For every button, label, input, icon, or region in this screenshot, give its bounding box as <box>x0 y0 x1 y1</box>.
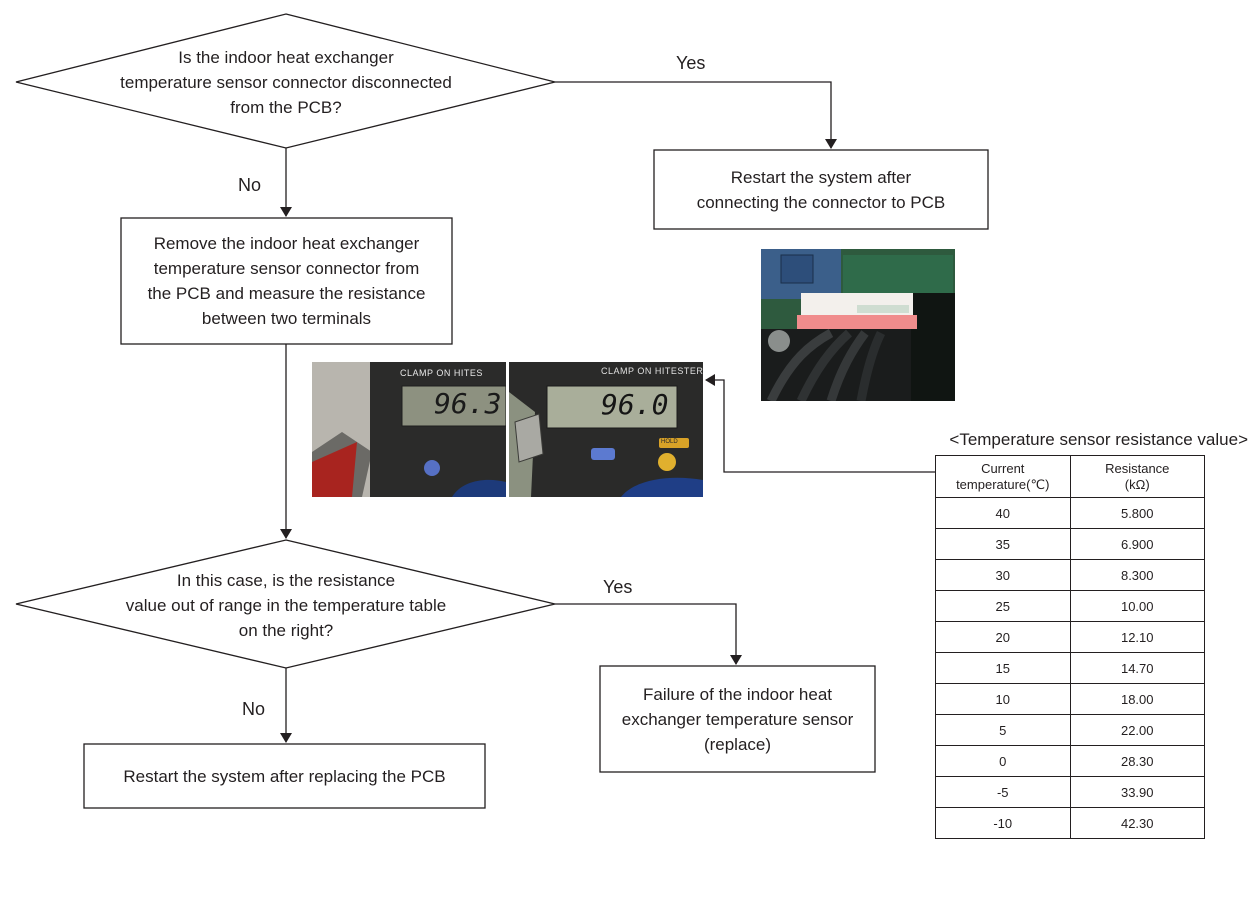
resistance-cell: 6.900 <box>1069 528 1205 560</box>
resistance-cell: 14.70 <box>1069 652 1205 684</box>
resistance-cell: 10.00 <box>1069 590 1205 622</box>
decision2-no-label: No <box>242 699 266 719</box>
box-sensor-failure-text: Failure of the indoor heat exchanger tem… <box>621 684 854 754</box>
decision2-text: In this case, is the resistance value ou… <box>125 570 447 640</box>
temperature-cell: 40 <box>935 497 1071 529</box>
box-replace-pcb-frame <box>83 743 486 809</box>
edge-d2-yes <box>555 603 742 665</box>
meter2-hold-label: HOLD <box>661 439 678 445</box>
decision1-no-label: No <box>238 175 262 195</box>
temperature-cell: 25 <box>935 590 1071 622</box>
multimeter-photo-1: CLAMP ON HITES 96.3 <box>312 362 506 497</box>
resistance-cell: 8.300 <box>1069 559 1205 591</box>
edge-table-to-photo <box>705 374 935 473</box>
temperature-cell: 15 <box>935 652 1071 684</box>
box-reconnect-frame <box>653 149 989 230</box>
meter1-brand: CLAMP ON HITES <box>400 368 483 378</box>
resistance-cell: 33.90 <box>1069 776 1205 808</box>
temperature-cell: 10 <box>935 683 1071 715</box>
decision1-text: Is the indoor heat exchanger temperature… <box>120 47 452 117</box>
temperature-cell: 20 <box>935 621 1071 653</box>
edge-d1-yes <box>555 81 837 149</box>
resistance-cell: 28.30 <box>1069 745 1205 777</box>
resistance-cell: 18.00 <box>1069 683 1205 715</box>
decision1-yes-label: Yes <box>676 53 706 73</box>
temperature-cell: 35 <box>935 528 1071 560</box>
box-sensor-failure-frame <box>599 665 876 773</box>
resistance-cell: 5.800 <box>1069 497 1205 529</box>
resistance-cell: 22.00 <box>1069 714 1205 746</box>
table-header-row: Current temperature(℃) Resistance (kΩ) <box>935 455 1205 498</box>
temperature-cell: 5 <box>935 714 1071 746</box>
box-replace-pcb-text: Restart the system after replacing the P… <box>123 766 446 786</box>
meter2-brand: CLAMP ON HITESTER <box>601 366 703 376</box>
resistance-cell: 12.10 <box>1069 621 1205 653</box>
multimeter-photo-2: CLAMP ON HITESTER 96.0 HOLD <box>509 362 703 497</box>
temperature-cell: -5 <box>935 776 1071 808</box>
resistance-table-caption: <Temperature sensor resistance value> <box>949 430 1248 449</box>
column-header-resistance: Resistance (kΩ) <box>1069 455 1205 498</box>
box-measure-text: Remove the indoor heat exchanger tempera… <box>147 234 426 328</box>
resistance-cell: 42.30 <box>1069 807 1205 839</box>
meter2-reading: 96.0 <box>601 388 669 421</box>
column-header-temperature: Current temperature(℃) <box>935 455 1071 498</box>
temperature-cell: -10 <box>935 807 1071 839</box>
decision2-yes-label: Yes <box>603 577 633 597</box>
box-reconnect-text: Restart the system after connecting the … <box>696 167 946 212</box>
meter1-reading: 96.3 <box>434 387 502 420</box>
temperature-cell: 30 <box>935 559 1071 591</box>
temperature-cell: 0 <box>935 745 1071 777</box>
pcb-connector-photo <box>761 249 955 401</box>
resistance-table: Current temperature(℃) Resistance (kΩ) 4… <box>935 455 1205 839</box>
